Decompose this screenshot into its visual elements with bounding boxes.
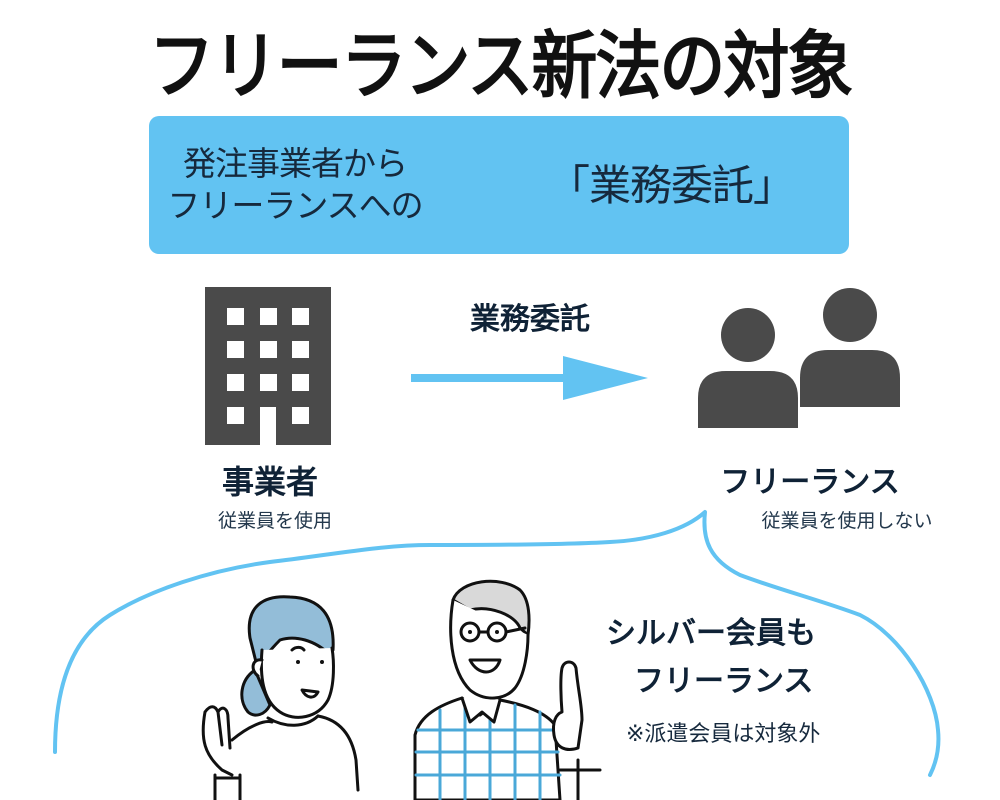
callout-line-1: シルバー会員も bbox=[606, 616, 816, 651]
freelance-label: フリーランス bbox=[720, 465, 900, 500]
definition-line-2: フリーランスへの bbox=[167, 186, 423, 225]
building-icon bbox=[205, 287, 331, 445]
definition-highlight: 「業務委託」 bbox=[548, 161, 795, 210]
page-title: フリーランス新法の対象 bbox=[148, 23, 854, 110]
arrow-right-icon bbox=[411, 356, 648, 400]
speech-bubble-outline bbox=[53, 510, 941, 777]
business-sublabel: 従業員を使用 bbox=[217, 510, 332, 532]
callout-note: ※派遣会員は対象外 bbox=[626, 722, 821, 747]
freelance-sublabel: 従業員を使用しない bbox=[761, 510, 933, 532]
definition-text: 発注事業者から フリーランスへの bbox=[165, 143, 425, 227]
people-icon bbox=[698, 288, 900, 428]
callout-line-2: フリーランス bbox=[634, 664, 814, 699]
definition-box bbox=[149, 116, 849, 254]
definition-line-1: 発注事業者から bbox=[183, 144, 408, 183]
elderly-woman-illustration bbox=[201, 595, 360, 800]
business-label: 事業者 bbox=[221, 463, 318, 501]
elderly-man-illustration bbox=[413, 579, 602, 800]
arrow-label: 業務委託 bbox=[470, 302, 590, 337]
